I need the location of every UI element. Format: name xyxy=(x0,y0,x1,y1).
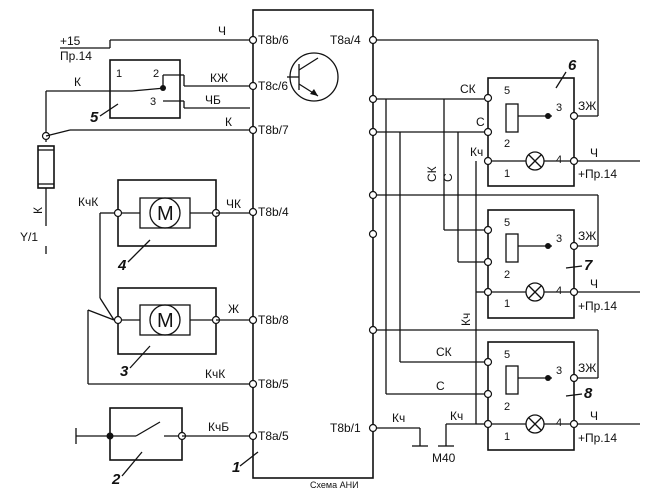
plus-pr14-label-8: +Пр.14 xyxy=(578,431,617,445)
motor-3-icon: M xyxy=(157,310,174,332)
m40-label: M40 xyxy=(432,451,456,465)
relay6-pin3: 3 xyxy=(556,102,562,114)
relay5-pin1: 1 xyxy=(116,68,122,80)
wire-kchb-label: КчБ xyxy=(208,420,229,434)
relay8-pin4: 4 xyxy=(556,417,562,429)
pin-t8b6-label: T8b/6 xyxy=(258,33,289,47)
relay-6-box xyxy=(487,77,575,187)
wire-ch-label-6: Ч xyxy=(590,146,598,160)
wire-zzh-label-7: ЗЖ xyxy=(578,229,596,243)
wire-zzh-label-6: ЗЖ xyxy=(578,99,596,113)
relay7-pin3: 3 xyxy=(556,233,562,245)
component-5-label: 5 xyxy=(90,109,99,126)
pin-t8a5-label: T8a/5 xyxy=(258,429,289,443)
relay8-pin2: 2 xyxy=(504,401,510,413)
relay7-pin1: 1 xyxy=(504,298,510,310)
pin-t8c6-label: T8c/6 xyxy=(258,79,288,93)
relay-8-box xyxy=(487,341,575,451)
wire-kzh-label: КЖ xyxy=(210,71,228,85)
wire-s-label-v: С xyxy=(441,173,455,182)
pin-t8b5-label: T8b/5 xyxy=(258,377,289,391)
wire-ch-label-8: Ч xyxy=(590,409,598,423)
relay5-pin2: 2 xyxy=(153,68,159,80)
ecu-number: 1 xyxy=(232,459,240,476)
pin-t8a4-label: T8a/4 xyxy=(330,33,361,47)
component-4-label: 4 xyxy=(117,257,127,274)
wire-ch-label-7: Ч xyxy=(590,277,598,291)
relay7-pin5: 5 xyxy=(504,217,510,229)
relay7-pin4: 4 xyxy=(556,285,562,297)
switch-2-box xyxy=(109,407,183,461)
pin-t8b7-label: T8b/7 xyxy=(258,123,289,137)
component-3-label: 3 xyxy=(120,363,129,380)
wire-k-label-2: К xyxy=(225,115,232,129)
wire-s-label-6: С xyxy=(476,115,485,129)
wire-sk-label-v: СК xyxy=(425,166,439,182)
relay-5-box xyxy=(109,59,181,119)
plus-pr14-label-7: +Пр.14 xyxy=(578,299,617,313)
component-8-label: 8 xyxy=(584,385,593,402)
wire-kchk-label-1: КчК xyxy=(78,195,98,209)
ecu-box xyxy=(252,9,374,479)
relay6-pin5: 5 xyxy=(504,85,510,97)
relay6-pin4: 4 xyxy=(556,154,562,166)
wire-kch-label-6: Кч xyxy=(470,145,483,159)
plus-pr14-label-6: +Пр.14 xyxy=(578,167,617,181)
wire-zzh-label-8: ЗЖ xyxy=(578,361,596,375)
component-6-label: 6 xyxy=(568,57,577,74)
wire-ch-label-top: Ч xyxy=(218,24,226,38)
wire-kch-label-v: Кч xyxy=(459,313,473,326)
ecu-caption: Схема АНИ xyxy=(310,480,359,490)
motor-4-icon: M xyxy=(157,203,174,225)
transistor-icon xyxy=(287,52,339,102)
wire-sk-label-6: СК xyxy=(460,82,476,96)
relay5-pin3: 3 xyxy=(150,96,156,108)
relay-7-box xyxy=(487,209,575,319)
component-2-label: 2 xyxy=(111,471,121,488)
pin-t8b4-label: T8b/4 xyxy=(258,205,289,219)
wire-kch-label-gnd: Кч xyxy=(392,411,405,425)
relay6-pin2: 2 xyxy=(504,138,510,150)
wire-zh-label: Ж xyxy=(228,302,239,316)
wire-chk-label: ЧК xyxy=(226,197,241,211)
pr14-left-label: Пр.14 xyxy=(60,49,92,63)
wire-s-label-8: С xyxy=(436,379,445,393)
pin-t8b8-label: T8b/8 xyxy=(258,313,289,327)
component-7-label: 7 xyxy=(584,257,593,274)
wire-sk-label-8: СК xyxy=(436,345,452,359)
relay8-pin3: 3 xyxy=(556,365,562,377)
wire-k-label-1: К xyxy=(74,75,81,89)
relay7-pin2: 2 xyxy=(504,269,510,281)
wire-kch-label-m40: Кч xyxy=(450,409,463,423)
wire-kchk-label-2: КчК xyxy=(205,367,225,381)
ground-connector xyxy=(37,145,55,189)
wire-chb-label: ЧБ xyxy=(205,93,221,107)
ground-y1-label: Y/1 xyxy=(20,230,38,244)
relay8-pin5: 5 xyxy=(504,349,510,361)
plus15-label: +15 xyxy=(60,34,81,48)
wire-k-label-3: К xyxy=(31,207,45,214)
pin-t8b1-label: T8b/1 xyxy=(330,421,361,435)
relay6-pin1: 1 xyxy=(504,168,510,180)
relay8-pin1: 1 xyxy=(504,431,510,443)
